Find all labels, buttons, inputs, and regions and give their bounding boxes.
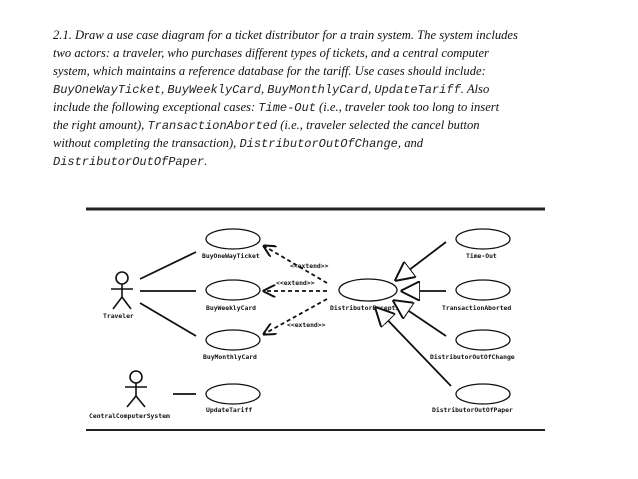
problem-text: two actors: a traveler, who purchases di… <box>53 46 489 60</box>
extend-label: <<extend>> <box>290 262 329 270</box>
use-case-name: TransactionAborted <box>147 119 278 133</box>
problem-line: system, which maintains a reference data… <box>53 62 593 80</box>
use-case-label: DistributorOutOfPaper <box>432 406 513 414</box>
actor-traveler-label: Traveler <box>103 312 134 320</box>
use-case-distributor-out-of-paper <box>455 383 511 405</box>
use-case-name: BuyMonthlyCard <box>267 83 369 97</box>
problem-text: system, which maintains a reference data… <box>53 64 486 78</box>
problem-line: DistributorOutOfPaper. <box>53 152 593 170</box>
problem-line: 2.1. Draw a use case diagram for a ticke… <box>53 26 593 44</box>
problem-text: , <box>260 82 268 96</box>
extend-label: <<extend>> <box>276 279 315 287</box>
use-case-name: BuyWeeklyCard <box>167 83 261 97</box>
problem-line: the right amount), TransactionAborted (i… <box>53 116 593 134</box>
problem-statement: 2.1. Draw a use case diagram for a ticke… <box>53 26 593 170</box>
use-case-buy-weekly-card <box>205 279 261 301</box>
actor-central-computer-system-label: CentralComputerSystem <box>89 412 170 420</box>
use-case-distributor-exception <box>338 278 398 302</box>
problem-line: without completing the transaction), Dis… <box>53 134 593 152</box>
use-case-label: DistributorException <box>330 304 407 312</box>
problem-line: include the following exceptional cases:… <box>53 98 593 116</box>
use-case-label: BuyWeeklyCard <box>206 304 256 312</box>
actor-traveler <box>111 271 133 310</box>
use-case-time-out <box>455 228 511 250</box>
use-case-label: BuyOneWayTicket <box>202 252 260 260</box>
use-case-transaction-aborted <box>455 279 511 301</box>
problem-text: include the following exceptional cases: <box>53 100 259 114</box>
use-case-name: UpdateTariff <box>374 83 461 97</box>
problem-text: . <box>204 154 208 168</box>
problem-number: 2.1. <box>53 28 72 42</box>
actor-central-computer-system <box>125 370 147 408</box>
extend-label: <<extend>> <box>287 321 326 329</box>
association-lines <box>139 251 197 395</box>
problem-text: , <box>368 82 375 96</box>
problem-text: without completing the transaction), <box>53 136 240 150</box>
problem-text: the right amount), <box>53 118 148 132</box>
problem-text: (i.e., traveler took too long to insert <box>315 100 500 114</box>
use-case-name: DistributorOutOfChange <box>239 137 398 151</box>
problem-text: Draw a use case diagram for a ticket dis… <box>75 28 518 42</box>
problem-text: , and <box>397 136 424 150</box>
use-case-label: TransactionAborted <box>442 304 511 312</box>
problem-text: (i.e., traveler selected the cancel butt… <box>277 118 480 132</box>
generalization-arrows <box>376 241 452 387</box>
use-case-label: UpdateTariff <box>206 406 252 414</box>
use-case-buy-one-way-ticket <box>205 228 261 250</box>
problem-line: BuyOneWayTicket, BuyWeeklyCard, BuyMonth… <box>53 80 593 98</box>
use-case-label: Time-Out <box>466 252 497 260</box>
extend-relationships <box>264 246 328 334</box>
use-case-label: DistributorOutOfChange <box>430 353 515 361</box>
use-case-distributor-out-of-change <box>455 329 511 351</box>
use-case-name: DistributorOutOfPaper <box>53 155 205 169</box>
problem-text: . Also <box>460 82 490 96</box>
use-case-name: Time-Out <box>258 101 316 115</box>
use-case-name: BuyOneWayTicket <box>53 83 162 97</box>
use-case-buy-monthly-card <box>205 329 261 351</box>
problem-line: two actors: a traveler, who purchases di… <box>53 44 593 62</box>
use-case-update-tariff <box>205 383 261 405</box>
problem-text: , <box>161 82 168 96</box>
use-case-label: BuyMonthlyCard <box>203 353 257 361</box>
